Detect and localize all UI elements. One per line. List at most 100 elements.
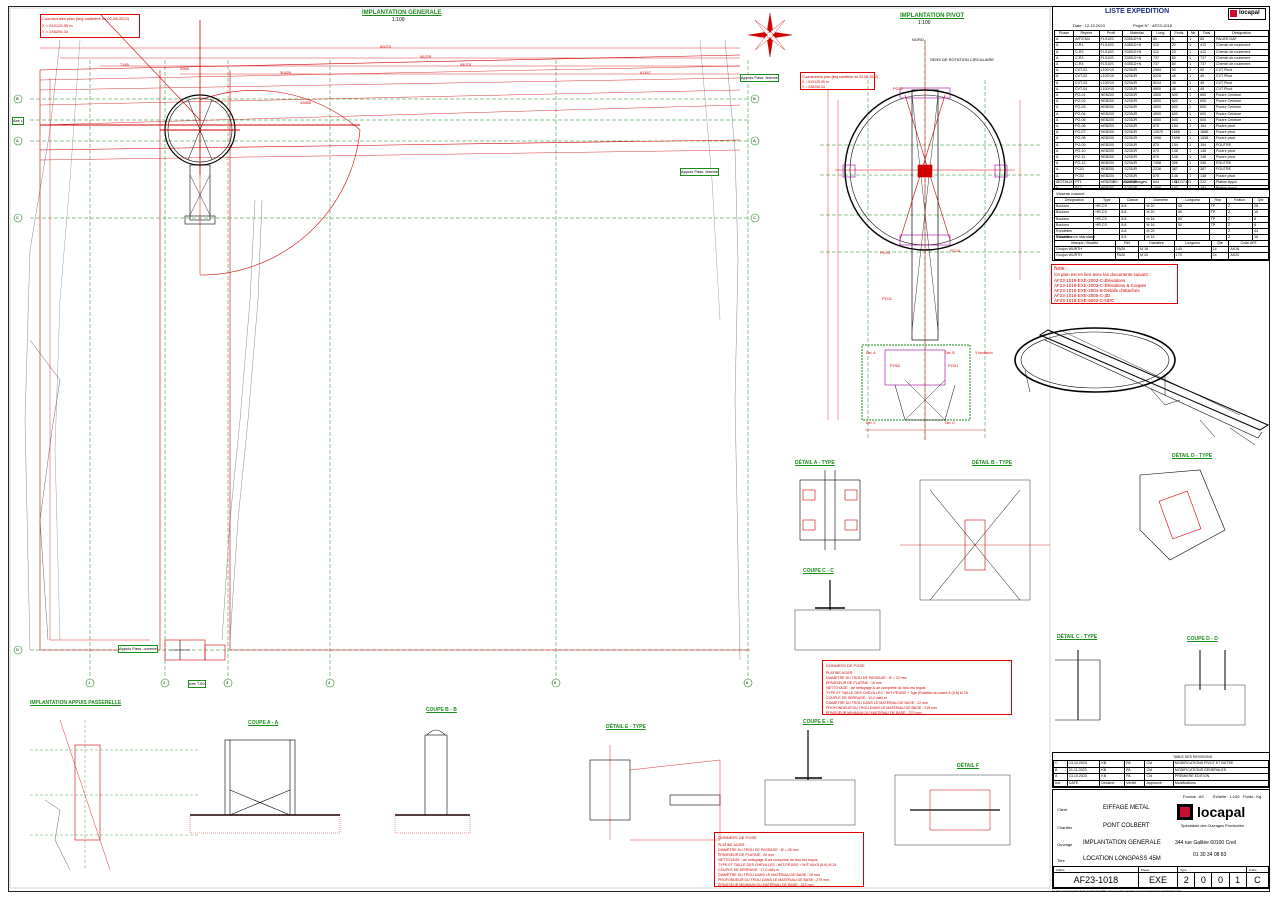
type-digit: 0 xyxy=(1194,872,1213,888)
table-cell: A xyxy=(1053,98,1075,106)
table-cell: 1698 xyxy=(1169,135,1189,143)
dimension: 56225 xyxy=(420,54,432,59)
axis-num: 4 xyxy=(328,680,331,685)
install-data-line: COUPLE DE SERRAGE : 17,0 daN.m xyxy=(718,868,779,872)
table-cell: CVT Pivot xyxy=(1213,67,1270,75)
table-cell: 600 xyxy=(1169,116,1189,125)
revision-cell: PA xyxy=(1124,773,1146,781)
isometric-3d-view xyxy=(1014,327,1270,446)
title-label: Titre xyxy=(1057,858,1065,863)
install-data-line: DIAMÈTRE DU TROU DANS LE MATÉRIAU DE BAS… xyxy=(826,701,929,705)
revision-cell: C xyxy=(1053,760,1068,768)
revision-cell: Ind. xyxy=(1053,779,1068,788)
install-data-line: NETTOYAGE : air nettoyage & air comprimé… xyxy=(826,686,926,690)
axis-bubble-b: B xyxy=(16,96,19,101)
view-title-detail-b: DÉTAIL B - TYPE xyxy=(972,460,1013,466)
format-label: Format : A0 xyxy=(1183,794,1204,799)
affaire-value: AF23-1018 xyxy=(1053,872,1139,888)
table-cell: Chemin de roulement xyxy=(1213,42,1270,50)
appui-label: Appuis Pass. ouverte xyxy=(118,645,158,653)
axis-bubble-c: C xyxy=(16,215,19,220)
column-header: Nb xyxy=(1187,29,1200,38)
coords-label: Coordonnées plan (lieg caldeière du 02-0… xyxy=(802,75,879,79)
revision-cell: A xyxy=(1053,773,1068,781)
type-digit: 0 xyxy=(1211,872,1230,888)
logo-mark-icon xyxy=(1230,10,1237,17)
install-data-line: TYPE ET TAILLE DES CHEVILLES : WIT-PE100… xyxy=(718,863,837,867)
view-title-coupe-aa: COUPE A - A xyxy=(248,720,279,726)
coords-y: Y = 246206.34 xyxy=(802,85,825,89)
company-tagline: Spécialiste des Ouvrages Provisoires xyxy=(1181,824,1244,828)
revision-cell: KB xyxy=(1099,760,1126,768)
table-cell: S235JR xyxy=(1122,98,1153,106)
column-header: Désignation xyxy=(1053,196,1095,205)
column-header: Poids xyxy=(1169,29,1189,38)
revision-cell: MODIFICATIONS PIVOT ET BUTEE xyxy=(1172,760,1270,768)
title-value: LOCATION LONGPASS 45M xyxy=(1083,856,1161,862)
table-cell: A xyxy=(1053,92,1075,100)
table-cell: 50 xyxy=(1169,67,1189,75)
dimension: 60270 xyxy=(380,44,392,49)
locapal-logo: locapal Spécialiste des Ouvrages Proviso… xyxy=(1171,800,1269,830)
view-title-implantation-generale: IMPLANTATION GENERALE xyxy=(362,10,442,16)
site-label: Chantier xyxy=(1057,825,1073,830)
foundation-label: Y fondation xyxy=(975,351,993,355)
detail-ref: Det. A xyxy=(866,351,876,355)
table-row: APT2HEB200S235JR10001931193Platine Appui xyxy=(1053,185,1270,193)
axis-bubble-d: D xyxy=(16,647,19,652)
coords-label: Coordonnées plan (lieg caldeière du 02-0… xyxy=(42,16,130,21)
table-cell: S235JR xyxy=(1122,116,1153,125)
note-title: Note : xyxy=(1054,266,1068,272)
install-data-line: ÉPAISSEUR MINIMUM DU MATÉRIAU DE BASE : … xyxy=(826,711,922,715)
north-label: NORD xyxy=(912,37,924,42)
table-cell: 1 xyxy=(1187,73,1200,81)
install-data-line: PLATINE ACIER xyxy=(826,671,853,675)
column-header: Phase xyxy=(1053,29,1075,38)
revision-cell: PA xyxy=(1124,760,1146,768)
view-title-detail-f: DÉTAIL F xyxy=(957,763,980,769)
note-doc: AF23-1018-EXE-5002-C-NDC xyxy=(1054,298,1115,303)
list-project: Projet N° : AF23-1018 xyxy=(1133,23,1172,28)
dimension: 7165 xyxy=(120,62,129,67)
table-cell: A xyxy=(1053,85,1075,94)
table-cell: Chemin de roulement xyxy=(1213,60,1270,69)
revision-cell: PREMIERE EDITION xyxy=(1172,773,1270,781)
work-value: IMPLANTATION GENERALE xyxy=(1083,840,1161,846)
revision-cell: MODIFICATIONS GENERALES xyxy=(1172,766,1270,775)
shipping-list-panel: LISTE EXPEDITION locapal Date : 12.10.20… xyxy=(1052,6,1270,193)
install-data-line: DIAMÈTRE DU TROU DE PASSAGE : Ø = 25 mm xyxy=(718,848,799,852)
install-data-title: DONNÉES DE POSE xyxy=(826,663,865,668)
coords-x: X = 610125.95 m xyxy=(42,23,73,28)
table-cell: 1 xyxy=(1187,110,1200,118)
type-digit: 1 xyxy=(1228,872,1247,888)
reference-table: Affaire Phase Type Indice AF23-1018 EXE … xyxy=(1053,866,1270,888)
logo-text: locapal xyxy=(1239,10,1260,16)
note-doc: AF23-1018-EXE-2002-C-Élévations xyxy=(1054,278,1126,283)
table-cell: S235JR xyxy=(1122,73,1153,81)
revision-cell: Cld xyxy=(1144,766,1174,775)
axis-num: 3 xyxy=(226,680,229,685)
table-cell: S355J2+N xyxy=(1122,42,1153,50)
table-cell: CVT Pivot xyxy=(1213,79,1270,87)
view-title-detail-a: DÉTAIL A - TYPE xyxy=(795,460,835,466)
revision-cell: Cld xyxy=(1144,760,1174,768)
shipping-list-title: LISTE EXPEDITION xyxy=(1105,8,1170,15)
table-cell: CVT Pivot xyxy=(1213,73,1270,81)
table-cell: 1 xyxy=(1187,98,1200,106)
compass-rose-icon xyxy=(747,12,793,58)
install-data-line: NETTOYAGE : air nettoyage & air comprimé… xyxy=(718,858,818,862)
coords-x: X = 610125.95 m xyxy=(802,80,829,84)
table-cell: A xyxy=(1053,104,1075,112)
